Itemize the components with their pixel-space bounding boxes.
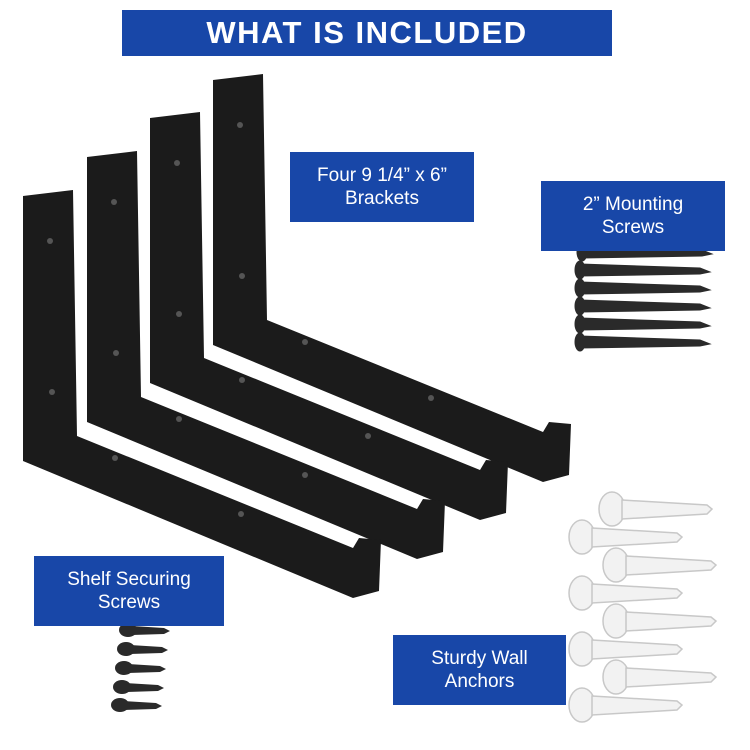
bracket-1 bbox=[23, 190, 381, 598]
mounting-screws-icon bbox=[574, 242, 714, 352]
mounting-screws-label: 2” Mounting Screws bbox=[541, 181, 725, 251]
mounting-screws-label-line1: 2” Mounting bbox=[582, 194, 684, 215]
shelf-screws-label: Shelf Securing Screws bbox=[34, 556, 224, 626]
shelf-screws-label-line2: Screws bbox=[97, 592, 161, 613]
title-text: WHAT IS INCLUDED bbox=[206, 15, 528, 50]
shelf-screws-icon bbox=[111, 623, 170, 712]
bracket-4 bbox=[213, 74, 571, 482]
brackets-label-line2: Brackets bbox=[345, 188, 419, 209]
wall-anchors-icon bbox=[568, 491, 718, 723]
bracket-3 bbox=[150, 112, 508, 520]
bracket-2 bbox=[87, 151, 445, 559]
wall-anchors-label: Sturdy Wall Anchors bbox=[393, 635, 566, 705]
wall-anchors-label-line2: Anchors bbox=[444, 671, 515, 692]
mounting-screws-label-line2: Screws bbox=[601, 217, 665, 238]
brackets-label-line1: Four 9 1/4” x 6” bbox=[317, 165, 447, 186]
brackets-label: Four 9 1/4” x 6” Brackets bbox=[290, 152, 474, 222]
title-banner: WHAT IS INCLUDED bbox=[122, 10, 612, 56]
wall-anchors-label-line1: Sturdy Wall bbox=[431, 648, 528, 669]
shelf-screws-label-line1: Shelf Securing bbox=[67, 569, 191, 590]
